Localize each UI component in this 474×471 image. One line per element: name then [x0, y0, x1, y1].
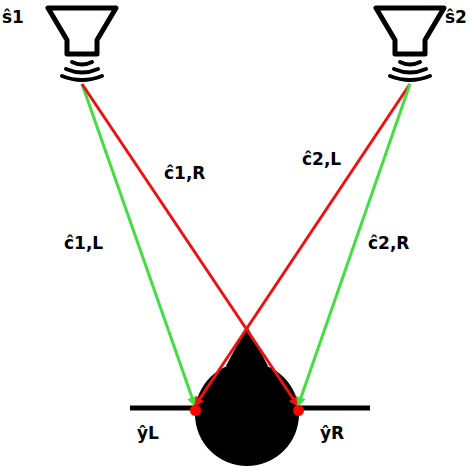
speaker-icon	[48, 8, 116, 54]
speaker-node: ŝ1	[35, 0, 129, 84]
speaker-icon	[376, 8, 444, 54]
speaker-node: ŝ2	[363, 0, 457, 84]
sound-waves	[390, 62, 430, 80]
ear-signal-label: ŷL	[137, 424, 159, 443]
transfer-function-label: ĉ2,L	[300, 150, 343, 169]
transfer-function-label: ĉ1,R	[162, 164, 207, 183]
transfer-function-label: ĉ1,L	[62, 234, 105, 253]
acoustic-path-arrow	[82, 84, 298, 406]
ear-node: ŷR	[290, 402, 360, 454]
listener-head	[130, 326, 370, 466]
ear-node: ŷL	[135, 402, 205, 454]
ear-signal-label: ŷR	[320, 424, 344, 443]
transfer-function-label: ĉ2,R	[366, 234, 411, 253]
source-label: ŝ2	[445, 8, 467, 27]
ear-microphone-dot	[293, 405, 304, 416]
source-label: ŝ1	[2, 8, 24, 27]
sound-waves	[62, 62, 102, 80]
ear-microphone-dot	[190, 405, 201, 416]
